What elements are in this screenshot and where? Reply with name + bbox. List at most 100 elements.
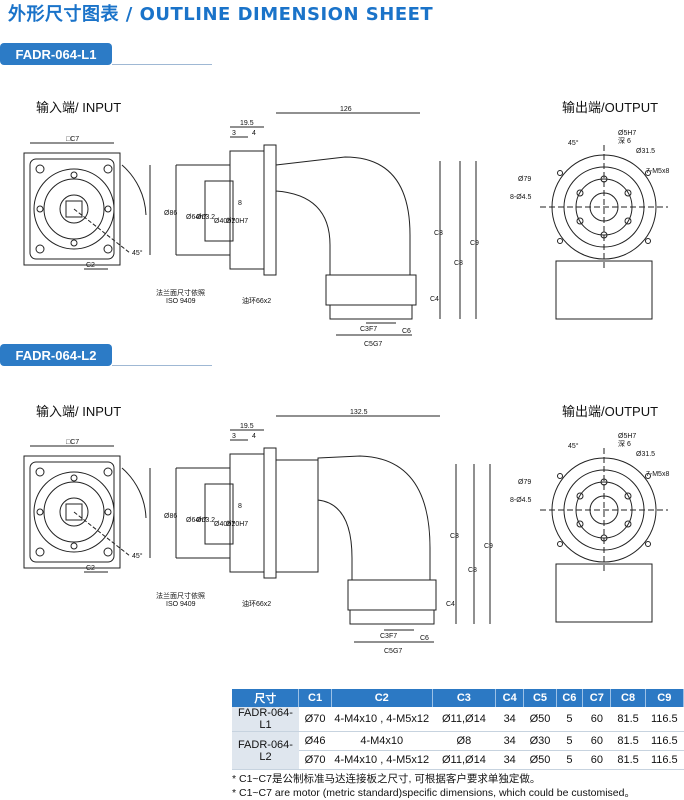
holes-label: 8-Ø4.5	[510, 497, 532, 504]
angle-label-out: 45°	[568, 442, 579, 450]
dim-8-label: 8	[238, 200, 242, 207]
table-cell: 34	[495, 707, 524, 732]
table-cell: 60	[582, 750, 611, 770]
table-cell: 5	[556, 707, 583, 732]
flange-note-1: 法兰面尺寸依照	[156, 591, 205, 600]
c3-label: C3	[450, 533, 459, 540]
table-cell: 116.5	[645, 731, 684, 751]
table-cell: 116.5	[645, 750, 684, 770]
table-cell: Ø50	[523, 707, 557, 732]
table-cell: 4-M4x10	[331, 731, 433, 751]
flange-note-2: ISO 9409	[166, 298, 196, 305]
table-header: C9	[645, 689, 684, 707]
deep6-label: 深 6	[618, 136, 631, 145]
oil-ring-label: 油环66x2	[242, 599, 271, 608]
flange-note-1: 法兰面尺寸依照	[156, 288, 205, 297]
d5h7-label: Ø5H7	[618, 433, 636, 440]
dim-3-label: 3	[232, 130, 236, 137]
table-header: C5	[523, 689, 557, 707]
d20-label: Ø20H7	[226, 218, 248, 225]
table-cell: 116.5	[645, 707, 684, 732]
table-header-row: 尺寸 C1 C2 C3 C4 C5 C6 C7 C8 C9	[232, 689, 684, 707]
table-cell: 81.5	[610, 707, 646, 732]
square-label: □C7	[66, 136, 79, 143]
angle-label: 45°	[132, 249, 143, 257]
dim-19-5-label: 19.5	[240, 120, 254, 127]
d63-label: Ø63.2	[196, 517, 215, 524]
d20-label: Ø20H7	[226, 521, 248, 528]
table-cell: Ø70	[298, 707, 332, 732]
table-cell: 81.5	[610, 750, 646, 770]
output-flange-view	[540, 448, 668, 623]
screws-label: 7-M5x8	[646, 168, 669, 175]
output-label: 输出端/OUTPUT	[562, 404, 659, 419]
table-cell: 4-M4x10 , 4-M5x12	[331, 707, 433, 732]
table-cell: 5	[556, 731, 583, 751]
side-view	[149, 415, 491, 643]
table-header: 尺寸	[232, 689, 300, 707]
table-header: C8	[610, 689, 646, 707]
c4-label: C4	[446, 601, 455, 608]
table-cell-model: FADR-064-L1	[232, 707, 299, 732]
c3-label: C3	[434, 230, 443, 237]
table-cell: 5	[556, 750, 583, 770]
table-row: FADR-064-L2 Ø46 4-M4x10 Ø8 34 Ø30 5 60 8…	[232, 731, 684, 770]
dim-4-label: 4	[252, 433, 256, 440]
section-rule	[112, 64, 212, 65]
table-header: C1	[298, 689, 332, 707]
model-tab-l1: FADR-064-L1	[0, 43, 112, 65]
input-flange-view	[23, 445, 147, 573]
d31-label: Ø31.5	[636, 451, 655, 458]
screws-label: 7-M5x8	[646, 471, 669, 478]
d64-label: Ø64h7	[186, 517, 207, 524]
page-title: 外形尺寸图表 / OUTLINE DIMENSION SHEET	[8, 4, 434, 25]
input-label: 输入端/ INPUT	[36, 100, 122, 115]
drawing-l2: □C7 C2 45° 132.5 19.5 3 4 8 Ø86 Ø64h7 Ø6…	[23, 409, 669, 655]
flange-note-2: ISO 9409	[166, 601, 196, 608]
drawing-l1: □C7 C2 45° 126 19.5 3 4 8 Ø86 Ø64h7 Ø63.…	[23, 106, 669, 348]
table-header: C6	[556, 689, 584, 707]
table-cell: 81.5	[610, 731, 646, 751]
c2-label: C2	[86, 565, 95, 572]
side-view	[149, 112, 477, 336]
angle-label: 45°	[132, 552, 143, 560]
table-cell: 60	[582, 731, 611, 751]
table-cell: Ø8	[432, 731, 496, 751]
length-label: 132.5	[350, 409, 368, 416]
table-row: Ø70 4-M4x10 , 4-M5x12 Ø11,Ø14 34 Ø50 5 6…	[232, 750, 684, 770]
holes-label: 8-Ø4.5	[510, 194, 532, 201]
table-cell: Ø11,Ø14	[432, 707, 496, 732]
c4-label: C4	[430, 296, 439, 303]
model-tab-l2: FADR-064-L2	[0, 344, 112, 366]
note-cn: * C1~C7是公制标准马达连接板之尺寸, 可根据客户要求单独定做。	[232, 773, 541, 785]
c6-label: C6	[420, 635, 429, 642]
d40-label: Ø40h7	[214, 218, 235, 225]
table-cell: Ø70	[298, 750, 332, 770]
dim-19-5-label: 19.5	[240, 423, 254, 430]
c5-label: C5G7	[364, 341, 382, 348]
table-cell: Ø11,Ø14	[432, 750, 496, 770]
d5h7-label: Ø5H7	[618, 130, 636, 137]
table-cell: 34	[495, 731, 524, 751]
oil-ring-label: 油环66x2	[242, 296, 271, 305]
input-flange-view	[23, 142, 147, 270]
d63-label: Ø63.2	[196, 214, 215, 221]
output-flange-view	[540, 145, 668, 320]
d86-label: Ø86	[164, 513, 177, 520]
dim-3-label: 3	[232, 433, 236, 440]
table-row: FADR-064-L1 Ø70 4-M4x10 , 4-M5x12 Ø11,Ø1…	[232, 707, 684, 732]
c8-label: C8	[454, 260, 463, 267]
dimension-table: 尺寸 C1 C2 C3 C4 C5 C6 C7 C8 C9 FADR-064-L…	[232, 689, 684, 770]
square-label: □C7	[66, 439, 79, 446]
table-cell: 60	[582, 707, 611, 732]
input-label: 输入端/ INPUT	[36, 404, 122, 419]
length-label: 126	[340, 106, 352, 113]
table-cell: 34	[495, 750, 524, 770]
table-cell-model: FADR-064-L2	[232, 731, 299, 770]
section-rule	[112, 365, 212, 366]
table-cell: Ø50	[523, 750, 557, 770]
c3f7-label: C3F7	[360, 326, 377, 333]
angle-label-out: 45°	[568, 139, 579, 147]
table-cell: Ø46	[298, 731, 332, 751]
table-header: C2	[331, 689, 433, 707]
